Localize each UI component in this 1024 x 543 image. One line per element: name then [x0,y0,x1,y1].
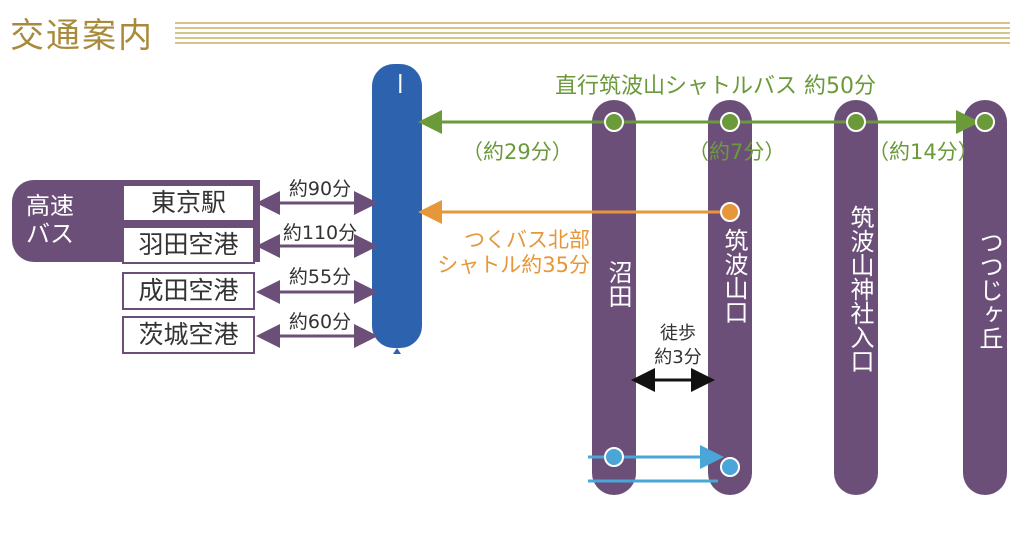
origin-ibaraki-airport: 茨城空港 [122,316,255,354]
north-shuttle-label-line2: シャトル約35分 [437,253,590,277]
stop-label-tsukubasanguchi: 筑波山口 [720,228,748,324]
title-decoration [175,22,1010,44]
page-title: 交通案内 [10,16,154,56]
dot-green-numata [604,112,624,132]
dot-cyan-tsukubasanguchi [720,457,740,477]
dot-cyan-numata [604,447,624,467]
origin-tokyo-station: 東京駅 [122,184,255,222]
highway-bus-box [12,180,130,262]
dot-green-jinja [846,112,866,132]
segment-duration-3: （約14分） [868,140,979,164]
highway-bus-label-line2: バス [26,220,74,248]
stop-label-jinja-iriguchi: 筑波山神社入口 [846,205,874,373]
stop-column-numata [592,100,636,495]
dot-green-tsukubasanguchi [720,112,740,132]
hub-marker [393,348,401,354]
stop-label-numata: 沼田 [604,260,632,308]
highway-bus-label-line1: 高速 [26,192,74,220]
highway-bus-label: 高速 バス [26,192,106,248]
dot-green-tsutsujigaoka [975,112,995,132]
north-shuttle-label: つくバス北部 シャトル約35分 [430,228,590,278]
walk-label: 徒歩 約3分 [642,322,714,370]
segment-duration-1: （約29分） [462,140,573,164]
stop-column-tsutsujigaoka [963,100,1007,495]
north-shuttle-label-line1: つくバス北部 [464,228,590,252]
stop-column-jinja-iriguchi [834,100,878,495]
direct-shuttle-label: 直行筑波山シャトルバス 約50分 [555,74,876,99]
origin-haneda-airport: 羽田空港 [122,226,255,264]
segment-duration-2: （約7分） [688,140,786,164]
origin-narita-airport: 成田空港 [122,272,255,310]
stop-label-tsutsujigaoka: つつじヶ丘 [975,230,1003,350]
walk-label-line2: 約3分 [654,347,702,368]
dot-orange-tsukubasanguchi [720,202,740,222]
stop-column-tsukubasanguchi [708,100,752,495]
walk-label-line1: 徒歩 [660,323,696,344]
tsukuba-hub-bar [372,64,422,348]
